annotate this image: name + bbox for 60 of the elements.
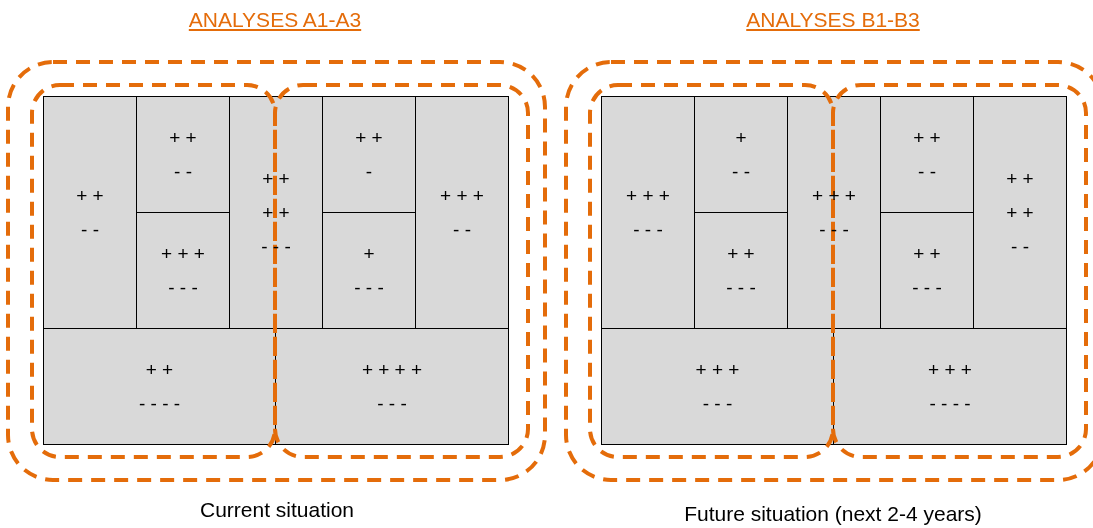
rating-symbols: - - -	[261, 236, 291, 257]
panel-heading: ANALYSES A1-A3	[188, 8, 362, 32]
rating-symbols: - -	[81, 219, 99, 240]
rating-symbols: + + +	[626, 185, 670, 206]
rating-symbols: - - -	[702, 393, 733, 414]
rating-symbols: - - -	[377, 393, 407, 414]
grid-cell	[880, 96, 974, 213]
rating-symbols: + + +	[161, 243, 205, 264]
rating-symbols: + +	[76, 185, 104, 206]
rating-symbols: - - -	[633, 219, 663, 240]
grid-cell	[229, 96, 323, 329]
rating-symbols: - - -	[912, 277, 942, 298]
grid-cell	[136, 96, 230, 213]
grid-cell	[601, 96, 695, 329]
grid-cell	[973, 96, 1067, 329]
rating-symbols: +	[735, 127, 747, 148]
rating-symbols: - - -	[819, 219, 849, 240]
rating-symbols: + + +	[928, 359, 972, 380]
rating-symbols: - - - -	[138, 393, 181, 414]
grid-cell	[322, 96, 416, 213]
rating-symbols: - -	[453, 219, 471, 240]
rating-symbols: +	[363, 243, 375, 264]
panel-caption: Future situation (next 2-4 years)	[684, 502, 982, 526]
rating-symbols: -	[365, 161, 373, 182]
grid-cell	[43, 96, 137, 329]
rating-symbols: - - - -	[929, 393, 971, 414]
grid-cell	[833, 328, 1067, 445]
grid-cell	[787, 96, 881, 329]
rating-symbols: + + +	[440, 185, 484, 206]
rating-symbols: + +	[262, 202, 290, 223]
rating-symbols: + + +	[695, 359, 740, 380]
grid-cell	[43, 328, 276, 445]
panel-caption: Current situation	[199, 498, 355, 522]
rating-symbols: - - -	[168, 277, 198, 298]
rating-symbols: + +	[169, 127, 197, 148]
rating-symbols: - - -	[726, 277, 756, 298]
grid-cell	[136, 212, 230, 329]
grid-cell	[275, 328, 509, 445]
rating-symbols: - -	[732, 161, 750, 182]
rating-symbols: - -	[918, 161, 936, 182]
rating-symbols: + +	[727, 243, 755, 264]
rating-symbols: + + +	[812, 185, 856, 206]
rating-symbols: + +	[355, 127, 383, 148]
rating-symbols: + +	[913, 127, 941, 148]
rating-symbols: + +	[913, 243, 941, 264]
panel-heading: ANALYSES B1-B3	[746, 8, 920, 32]
rating-symbols: - - -	[354, 277, 384, 298]
rating-symbols: + +	[262, 168, 290, 189]
grid-cell	[322, 212, 416, 329]
grid-cell	[601, 328, 834, 445]
grid-cell	[880, 212, 974, 329]
rating-symbols: + +	[145, 359, 174, 380]
rating-symbols: + +	[1006, 202, 1034, 223]
grid-cell	[694, 212, 788, 329]
rating-symbols: - -	[1011, 236, 1029, 257]
rating-symbols: - -	[174, 161, 192, 182]
rating-symbols: + + + +	[361, 359, 423, 380]
grid-cell	[694, 96, 788, 213]
grid-cell	[415, 96, 509, 329]
rating-symbols: + +	[1006, 168, 1034, 189]
